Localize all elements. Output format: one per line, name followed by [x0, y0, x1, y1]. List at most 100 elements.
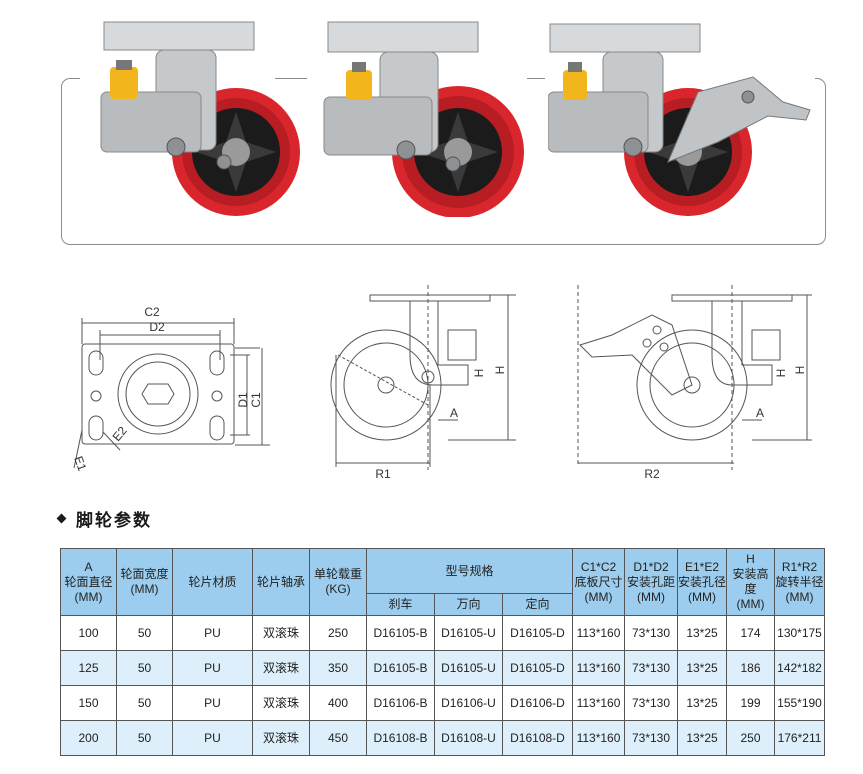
header-line: 旋转半径	[775, 574, 824, 589]
table-cell: 155*190	[774, 685, 825, 721]
table-cell: 双滚珠	[252, 615, 310, 651]
table-cell: 400	[309, 685, 367, 721]
header-line: E1*E2	[684, 559, 720, 574]
header-diameter: A 轮面直径 (MM)	[60, 548, 117, 616]
header-line: (MM)	[74, 589, 103, 604]
table-cell: 186	[726, 650, 775, 686]
table-cell: PU	[172, 685, 253, 721]
header-radius: R1*R2 旋转半径 (MM)	[774, 548, 825, 616]
dim-c2: C2	[144, 305, 160, 319]
header-line: (MM)	[688, 589, 716, 604]
table-cell: D16108-U	[434, 720, 503, 756]
header-plate: C1*C2 底板尺寸 (MM)	[572, 548, 625, 616]
table-row: 200 50 PU 双滚珠 450 D16108-B D16108-U D161…	[60, 720, 825, 756]
table-row: 150 50 PU 双滚珠 400 D16106-B D16106-U D161…	[60, 685, 825, 721]
table-cell: 双滚珠	[252, 685, 310, 721]
table-cell: D16105-U	[434, 650, 503, 686]
table-cell: 73*130	[624, 685, 678, 721]
header-line: (MM)	[785, 589, 814, 604]
brake-view-drawing: H H A R2	[577, 285, 812, 481]
table-row: 125 50 PU 双滚珠 350 D16105-B D16105-U D161…	[60, 650, 825, 686]
table-cell: 150	[60, 685, 117, 721]
table-cell: 13*25	[677, 685, 727, 721]
dim-h-side: H	[493, 366, 507, 375]
table-cell: D16108-B	[366, 720, 435, 756]
header-line: (MM)	[584, 589, 613, 604]
table-cell: D16106-U	[434, 685, 503, 721]
table-cell: D16105-B	[366, 650, 435, 686]
header-line: 安装高度	[732, 567, 769, 596]
table-cell: 113*160	[572, 650, 625, 686]
side-hub-mark: H	[472, 369, 486, 378]
header-line: R1*R2	[781, 559, 818, 574]
table-cell: 176*211	[774, 720, 825, 756]
header-model-brake: 刹车	[366, 593, 435, 616]
table-cell: D16105-D	[502, 615, 573, 651]
table-cell: 450	[309, 720, 367, 756]
diamond-bullet-icon	[56, 513, 67, 523]
header-line: 底板尺寸	[574, 574, 623, 589]
table-cell: PU	[172, 650, 253, 686]
header-material: 轮片材质	[172, 548, 253, 616]
table-cell: 50	[116, 685, 173, 721]
table-row: 100 50 PU 双滚珠 250 D16105-B D16105-U D161…	[60, 615, 825, 651]
table-cell: 50	[116, 650, 173, 686]
header-line: C1*C2	[580, 559, 617, 574]
table-cell: 73*130	[624, 720, 678, 756]
dim-e2: E2	[110, 423, 130, 443]
header-model-group: 型号规格	[366, 548, 573, 594]
dim-r1: R1	[375, 467, 391, 481]
dim-r2: R2	[644, 467, 660, 481]
header-load: 单轮载重 (KG)	[309, 548, 367, 616]
table-cell: 199	[726, 685, 775, 721]
header-height: H 安装高度 (MM)	[726, 548, 775, 616]
header-model-swivel: 万向	[434, 593, 503, 616]
header-line: (MM)	[637, 589, 665, 604]
table-cell: 13*25	[677, 720, 727, 756]
table-cell: 双滚珠	[252, 650, 310, 686]
side-view-drawing: H H A R1	[330, 285, 516, 481]
caster-photo-fixed	[323, 21, 524, 217]
header-line: (KG)	[325, 582, 351, 596]
header-width: 轮面宽度 (MM)	[116, 548, 173, 616]
table-cell: 13*25	[677, 615, 727, 651]
section-title: 脚轮参数	[56, 506, 152, 531]
table-cell: D16105-D	[502, 650, 573, 686]
table-cell: 双滚珠	[252, 720, 310, 756]
table-cell: 100	[60, 615, 117, 651]
brake-hub-mark: H	[774, 369, 788, 378]
section-title-text: 脚轮参数	[76, 510, 152, 531]
header-line: (MM)	[736, 597, 765, 611]
header-line: H	[746, 552, 755, 566]
table-cell: 250	[309, 615, 367, 651]
header-model-fixed: 定向	[502, 593, 573, 616]
header-line: (MM)	[130, 582, 159, 596]
table-cell: 200	[60, 720, 117, 756]
table-cell: 130*175	[774, 615, 825, 651]
header-hole-dist: D1*D2 安装孔距 (MM)	[624, 548, 678, 616]
header-line: D1*D2	[633, 559, 669, 574]
table-cell: 50	[116, 615, 173, 651]
dim-a-side: A	[450, 406, 458, 420]
table-cell: D16106-B	[366, 685, 435, 721]
table-cell: D16106-D	[502, 685, 573, 721]
table-cell: PU	[172, 615, 253, 651]
caster-photo-brake	[548, 23, 811, 216]
table-cell: D16108-D	[502, 720, 573, 756]
caster-photo-swivel	[100, 21, 300, 216]
table-cell: 13*25	[677, 650, 727, 686]
table-cell: 113*160	[572, 720, 625, 756]
table-cell: 174	[726, 615, 775, 651]
table-cell: D16105-U	[434, 615, 503, 651]
table-cell: 142*182	[774, 650, 825, 686]
dim-d2: D2	[149, 320, 165, 334]
header-line: A	[84, 559, 93, 574]
dim-c1: C1	[249, 392, 263, 408]
dim-d1: D1	[236, 392, 250, 408]
header-line: 安装孔径	[678, 574, 727, 589]
top-plate-drawing: C2 D2 D1 C1 E1 E2	[71, 305, 270, 473]
dim-e1: E1	[71, 454, 89, 473]
table-cell: 113*160	[572, 615, 625, 651]
table-cell: 125	[60, 650, 117, 686]
header-line: 轮面直径	[64, 574, 113, 589]
